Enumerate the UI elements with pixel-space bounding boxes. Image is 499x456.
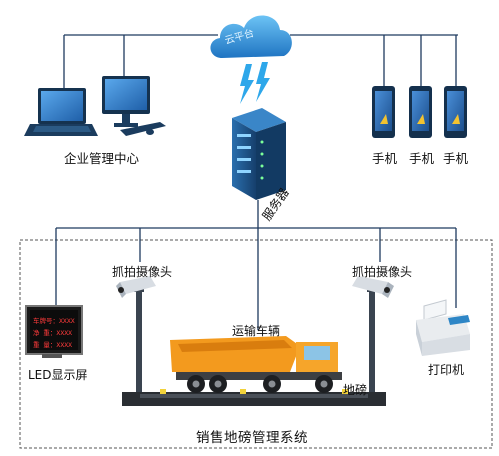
phone-label: 手机 bbox=[443, 151, 469, 166]
system-boundary bbox=[19, 239, 493, 449]
camera-label: 抓拍摄像头 bbox=[352, 265, 413, 279]
laptop-icon bbox=[24, 88, 98, 136]
truck-icon bbox=[170, 336, 342, 393]
camera-icon bbox=[352, 276, 394, 398]
led-line: 净 重：XXXX bbox=[33, 329, 73, 337]
top-connections bbox=[63, 34, 458, 88]
printer-icon bbox=[416, 299, 470, 356]
desktop-icon bbox=[102, 76, 166, 136]
led-label: LED显示屏 bbox=[28, 368, 88, 382]
led-line: 重 量：XXXX bbox=[33, 341, 73, 349]
cloud-icon bbox=[210, 15, 292, 58]
lightning-icon bbox=[240, 62, 270, 104]
truck-label: 运输车辆 bbox=[232, 324, 281, 338]
phone-icon bbox=[372, 86, 395, 138]
bottom-connections bbox=[55, 200, 457, 330]
phone-icon bbox=[409, 86, 432, 138]
phone-label: 手机 bbox=[372, 151, 398, 166]
led-line: 车牌号：XXXX bbox=[33, 317, 75, 325]
camera-icon bbox=[116, 276, 156, 398]
phone-label: 手机 bbox=[409, 151, 435, 166]
scale-platform bbox=[122, 389, 386, 406]
scale-label: 地磅 bbox=[343, 383, 368, 397]
system-title: 销售地磅管理系统 bbox=[196, 430, 308, 446]
phone-icon bbox=[444, 86, 467, 138]
camera-label: 抓拍摄像头 bbox=[112, 265, 173, 279]
led-display-icon bbox=[25, 305, 83, 358]
enterprise-label: 企业管理中心 bbox=[64, 151, 140, 166]
server-icon bbox=[232, 108, 286, 200]
printer-label: 打印机 bbox=[428, 363, 465, 377]
